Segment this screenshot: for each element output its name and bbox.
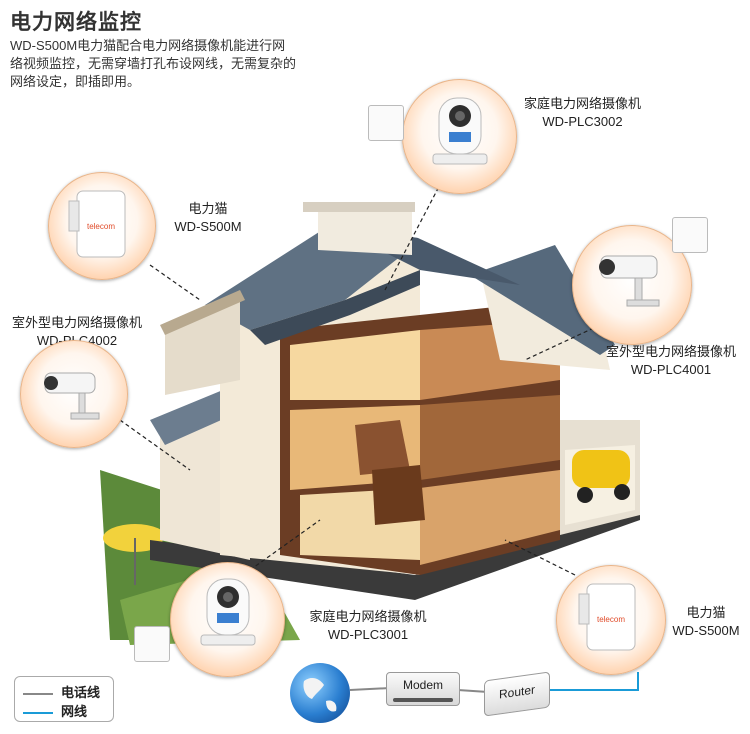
- device-model: WD-S500M: [174, 219, 242, 234]
- device-model: WD-PLC3001: [327, 627, 409, 642]
- bullet-camera-icon: [44, 372, 100, 420]
- wall-socket-icon: [672, 217, 708, 253]
- wall-socket-icon: [368, 105, 404, 141]
- intro-line: 络视频监控，无需穿墙打孔布设网线，无需复杂的: [10, 56, 297, 71]
- legend: 电话线 网线: [14, 676, 114, 722]
- legend-item-network: 网线: [23, 701, 87, 720]
- device-model: WD-PLC3002: [542, 114, 623, 129]
- powerline-adapter-top-label: 电力猫 WD-S500M: [163, 200, 253, 236]
- intro-line: 网络设定，即插即用。: [10, 74, 141, 89]
- powerline-adapter-bottom-circle: telecom: [556, 565, 666, 675]
- svg-text:telecom: telecom: [87, 222, 115, 231]
- device-name: 室外型电力网络摄像机: [605, 344, 736, 359]
- device-name: 家庭电力网络摄像机: [523, 96, 641, 111]
- camera-plc4002-circle: [20, 340, 128, 448]
- device-name: 电力猫: [188, 201, 228, 216]
- connector-line: [504, 539, 576, 576]
- car: [572, 450, 630, 488]
- phone-line: [349, 687, 391, 691]
- house-base: [150, 500, 640, 600]
- legend-item-phone: 电话线: [23, 682, 100, 701]
- device-model: WD-S500M: [672, 623, 740, 638]
- chimney: [318, 210, 412, 255]
- internet-globe-icon: [290, 663, 350, 723]
- powerline-adapter-icon: telecom: [578, 583, 636, 651]
- device-model: WD-PLC4001: [630, 362, 712, 377]
- dome-camera-icon: [200, 578, 256, 646]
- modem-device: Modem: [386, 672, 460, 706]
- device-name: 家庭电力网络摄像机: [309, 609, 427, 624]
- legend-swatch-network: [23, 711, 53, 714]
- powerline-adapter-icon: telecom: [68, 190, 126, 258]
- powerline-adapter-top-circle: telecom: [48, 172, 156, 280]
- camera-plc3001-circle: [170, 562, 285, 677]
- wall-socket-icon: [134, 626, 170, 662]
- camera-plc3002-circle: [402, 79, 517, 194]
- modem-label: Modem: [402, 678, 443, 692]
- network-line: [548, 672, 639, 691]
- device-name: 电力猫: [686, 605, 726, 620]
- page-title: 电力网络监控: [10, 11, 142, 34]
- router-label: Router: [498, 682, 536, 702]
- connector-line: [249, 519, 321, 571]
- legend-label: 电话线: [61, 685, 101, 700]
- camera-plc4001-label: 室外型电力网络摄像机 WD-PLC4001: [596, 343, 746, 379]
- legend-swatch-phone: [23, 692, 53, 695]
- camera-plc3001-label: 家庭电力网络摄像机 WD-PLC3001: [288, 608, 448, 644]
- intro-text: WD-S500M电力猫配合电力网络摄像机能进行网 络视频监控，无需穿墙打孔布设网…: [10, 37, 330, 91]
- powerline-adapter-bottom-label: 电力猫 WD-S500M: [662, 604, 750, 640]
- camera-plc3002-label: 家庭电力网络摄像机 WD-PLC3002: [515, 95, 650, 131]
- bullet-camera-icon: [599, 255, 660, 307]
- device-name: 室外型电力网络摄像机: [11, 315, 142, 330]
- svg-text:telecom: telecom: [597, 615, 625, 624]
- phone-line: [457, 689, 489, 693]
- connector-line: [119, 419, 191, 471]
- dome-camera-icon: [432, 97, 488, 165]
- connector-line: [384, 174, 446, 291]
- intro-line: WD-S500M电力猫配合电力网络摄像机能进行网: [10, 38, 286, 53]
- legend-label: 网线: [61, 704, 88, 719]
- connector-line: [149, 264, 201, 301]
